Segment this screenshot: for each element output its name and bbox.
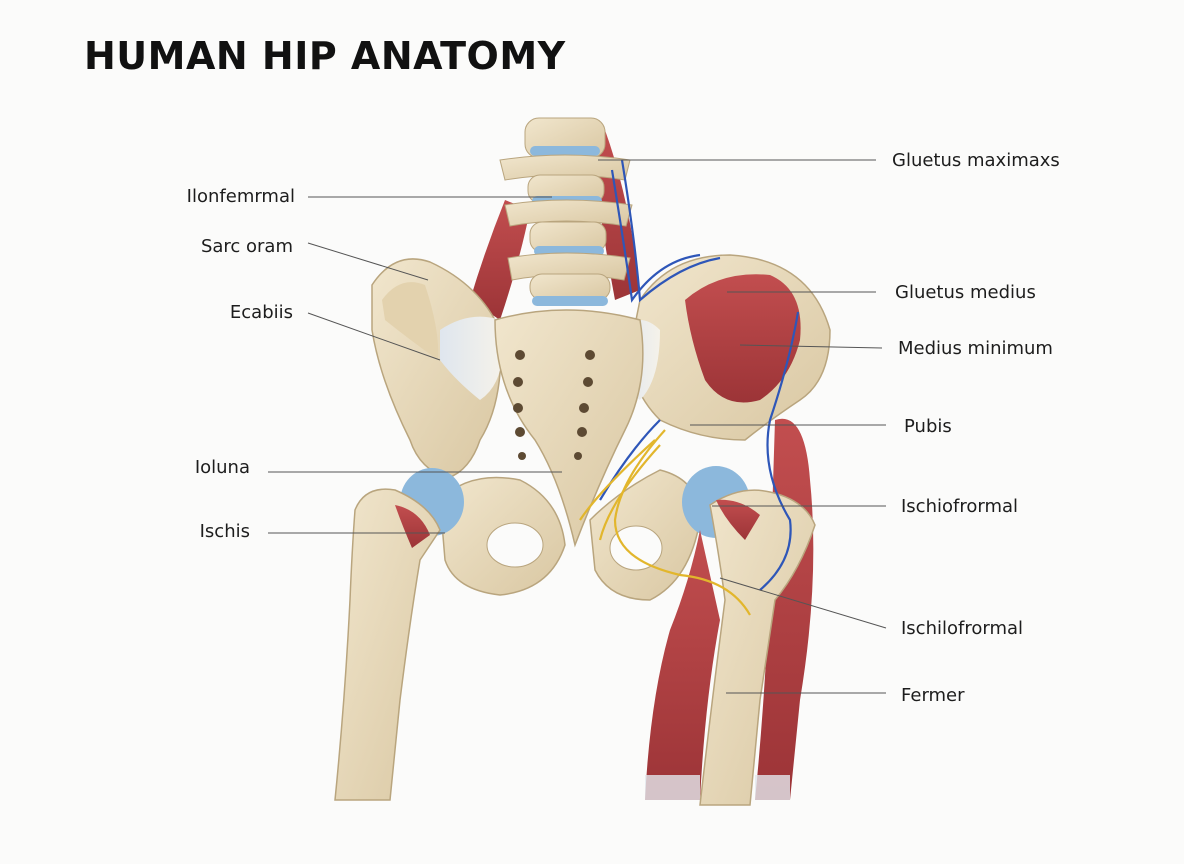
right-labels: Gluetus maximaxs Gluetus medius Medius m… — [892, 150, 1060, 706]
right-ilium — [620, 254, 831, 441]
pelvic-rami — [439, 469, 701, 601]
sacrum — [494, 309, 644, 548]
label-ioluna: Ioluna — [195, 457, 250, 478]
label-ischiofrormal: Ischiofrormal — [901, 496, 1018, 517]
label-gluteus-medius: Gluetus medius — [895, 282, 1036, 303]
diagram-title: HUMAN HIP ANATOMY — [84, 34, 566, 78]
label-pubis: Pubis — [904, 416, 952, 437]
label-fermer: Fermer — [901, 685, 965, 706]
label-ischilofrormal: Ischilofrormal — [901, 618, 1023, 639]
label-ecabiis: Ecabiis — [230, 302, 293, 323]
leader-lines — [268, 159, 887, 694]
label-medius-minimum: Medius minimum — [898, 338, 1053, 359]
blood-vessels — [599, 159, 800, 591]
label-sarc-oram: Sarc oram — [201, 236, 293, 257]
left-femur — [334, 488, 441, 801]
left-ilium — [371, 258, 503, 479]
label-ilonfemrmal: Ilonfemrmal — [187, 186, 295, 207]
gluteus-medius-muscle — [685, 274, 801, 403]
right-femur — [699, 489, 816, 806]
nerves — [579, 429, 751, 616]
label-gluteus-maximaxs: Gluetus maximaxs — [892, 150, 1060, 171]
left-labels: Ilonfemrmal Sarc oram Ecabiis Ioluna Isc… — [187, 186, 295, 542]
label-ischis: Ischis — [200, 521, 250, 542]
lumbar-spine — [499, 117, 633, 306]
